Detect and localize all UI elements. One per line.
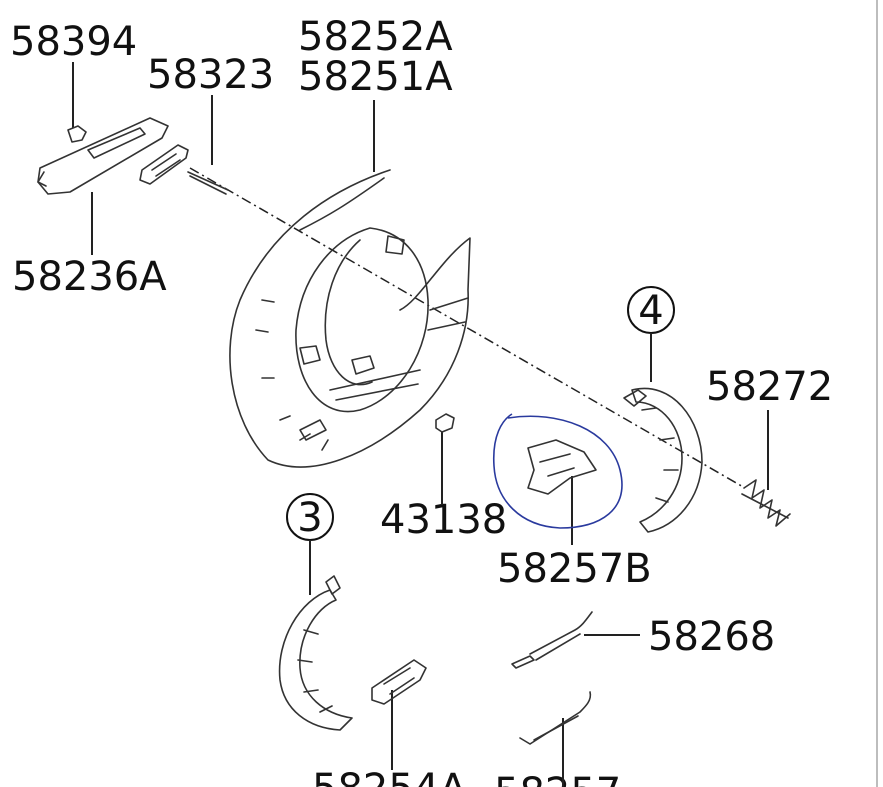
bolt-head [435, 413, 455, 433]
part-58272-spring [741, 479, 791, 527]
shoe-4-body [631, 387, 703, 533]
label-58323: 58323 [147, 52, 274, 98]
label-58268: 58268 [648, 614, 775, 660]
center-axis-line [189, 167, 746, 489]
plate-tab-1 [385, 235, 405, 255]
spring-58268-coil [535, 633, 581, 661]
spring-58257-wire [519, 691, 592, 745]
label-58394: 58394 [10, 19, 137, 65]
lever-end [37, 171, 47, 187]
spring-58257-coil [533, 715, 579, 741]
callout-3: 3 [286, 493, 334, 541]
plate-tab-2 [299, 345, 321, 365]
shoe-4-top-tab [623, 389, 647, 407]
part-58257B-bracket [527, 439, 597, 495]
plate-flange-lines [427, 297, 469, 331]
pin-58323 [187, 171, 229, 195]
strut-body [371, 659, 427, 705]
part-58394-clip [67, 125, 87, 143]
spring-axis [741, 493, 789, 519]
plate-top-edge [299, 177, 385, 231]
bracket-body [527, 439, 597, 495]
plate-tab-3 [351, 355, 375, 375]
plate-inner-detail [324, 239, 373, 386]
hand-drawn-circle-annotation [492, 413, 623, 529]
shoe-3-top-tab [325, 575, 341, 595]
lever-slot [87, 127, 146, 159]
plate-edge-ticks [255, 299, 329, 451]
callout-4-number: 4 [638, 288, 663, 334]
part-shoe-4 [623, 387, 703, 533]
adjuster-body [139, 144, 189, 185]
strut-detail [383, 667, 415, 695]
plate-ribs [329, 369, 421, 401]
callout-4: 4 [627, 286, 675, 334]
part-58268-spring [511, 611, 593, 669]
label-58272: 58272 [706, 364, 833, 410]
bracket-detail [539, 453, 575, 477]
plate-outer [229, 169, 471, 468]
plate-foot [299, 419, 327, 441]
shoe-3-body [278, 589, 353, 731]
part-backing-plate [229, 169, 471, 468]
spring-coil [743, 479, 791, 527]
part-43138-bolt [435, 413, 455, 433]
shoe-3-ribs [297, 629, 333, 713]
shoe-4-ribs [641, 407, 679, 503]
label-58257B: 58257B [497, 546, 652, 592]
label-58257-partial: 58257 [494, 770, 621, 787]
spring-58268-hook-left [511, 655, 535, 669]
part-58236A-lever [37, 117, 169, 195]
part-58257-spring [519, 691, 592, 745]
label-43138: 43138 [380, 497, 507, 543]
callout-3-number: 3 [297, 495, 322, 541]
lever-body [37, 117, 169, 195]
part-58254A-strut [371, 659, 427, 705]
spring-58268-wire [529, 611, 593, 655]
label-58236A: 58236A [12, 254, 167, 300]
adjuster-teeth [151, 153, 181, 177]
label-58254A: 58254A [312, 766, 467, 787]
clip-body [67, 125, 87, 143]
plate-inner-ring [295, 227, 429, 413]
part-shoe-3 [278, 575, 353, 731]
label-58251A: 58251A [298, 54, 453, 100]
part-58323-adjuster [139, 144, 229, 195]
label-58252A: 58252A [298, 14, 453, 60]
